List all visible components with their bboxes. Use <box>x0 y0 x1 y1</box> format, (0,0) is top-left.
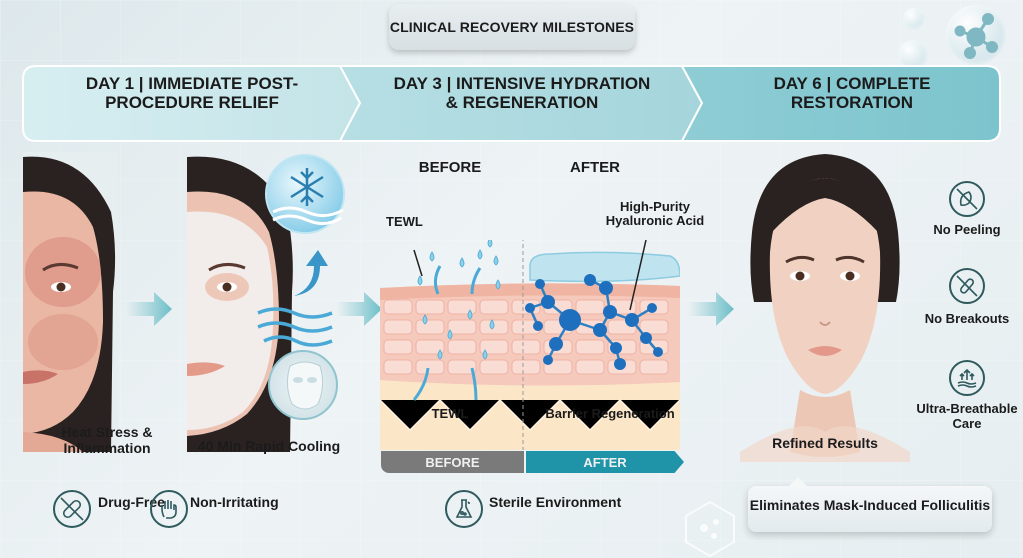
stage-3-line1: DAY 6 | COMPLETE <box>773 74 931 93</box>
skin-cross-section <box>380 240 680 450</box>
hand-icon <box>150 490 188 528</box>
refined-results-caption: Refined Results <box>772 435 878 451</box>
ha-label-line1: High-Purity <box>619 199 691 214</box>
flask-icon <box>445 490 483 528</box>
no-peeling-text: No Peeling <box>933 222 1001 237</box>
breathable-text-line2: Care <box>952 416 982 431</box>
no-breakouts-label: No Breakouts <box>912 311 1022 326</box>
right-arrow-icon <box>336 292 382 326</box>
timeline-chevrons <box>22 65 1001 142</box>
before-bar: BEFORE <box>381 451 524 473</box>
tewl-top-label: TEWL <box>386 214 423 229</box>
drug-free-label: Drug-Free <box>98 494 165 510</box>
snowflake-cooling-icon <box>265 154 345 234</box>
after-bar: AFTER <box>526 451 684 473</box>
inflammation-caption-line1: Heat Stress & <box>61 424 153 440</box>
right-arrow-icon <box>126 292 172 326</box>
folliculitis-callout: Eliminates Mask-Induced Folliculitis <box>748 477 992 532</box>
no-peeling-icon <box>949 181 985 217</box>
barrier-regeneration-label: Barrier Regeneration <box>545 406 675 421</box>
no-breakouts-icon <box>949 268 985 304</box>
page-title: CLINICAL RECOVERY MILESTONES <box>389 4 635 50</box>
breathable-text-line1: Ultra-Breathable <box>916 401 1018 416</box>
non-irritating-label: Non-Irritating <box>190 494 279 510</box>
stage-2-line1: DAY 3 | INTENSIVE HYDRATION <box>393 74 651 93</box>
stage-1-line1: DAY 1 | IMMEDIATE POST- <box>85 74 299 93</box>
molecule-icon <box>954 13 998 59</box>
inflammation-caption: Heat Stress & Inflammation <box>52 424 162 456</box>
cooling-caption: 40 Min Rapid Cooling <box>197 438 341 454</box>
stage-2-line2: & REGENERATION <box>445 93 599 112</box>
tewl-bottom-label: TEWL <box>431 406 469 421</box>
heat-release-arrow-icon <box>294 250 328 296</box>
sterile-environment-label: Sterile Environment <box>489 494 622 510</box>
inflammation-caption-line2: Inflammation <box>63 440 151 456</box>
no-breakouts-text: No Breakouts <box>924 311 1010 326</box>
timeline-banner: DAY 1 | IMMEDIATE POST-PROCEDURE RELIEF … <box>22 65 1002 142</box>
stage-3-chevron <box>680 65 1001 142</box>
after-heading: AFTER <box>570 159 620 176</box>
breathable-label: Ultra-Breathable Care <box>912 401 1022 431</box>
cooling-mask-face-image <box>187 152 357 452</box>
stage-3-line2: RESTORATION <box>790 93 914 112</box>
stage-2-label: DAY 3 | INTENSIVE HYDRATION& REGENERATIO… <box>362 65 682 142</box>
breathable-icon <box>949 360 985 396</box>
cooling-waves-icon <box>257 307 333 347</box>
before-heading: BEFORE <box>418 159 482 176</box>
inflamed-face-image <box>23 152 118 452</box>
molecule-bubble-decor <box>903 8 925 30</box>
ha-label: High-Purity Hyaluronic Acid <box>595 200 715 228</box>
right-arrow-icon <box>688 292 734 326</box>
hexagon-molecule-decor <box>685 500 735 558</box>
ha-label-line2: Hyaluronic Acid <box>605 213 705 228</box>
no-peeling-label: No Peeling <box>912 222 1022 237</box>
sheet-mask-icon <box>268 350 338 420</box>
stage-1-line2: PROCEDURE RELIEF <box>105 93 279 112</box>
no-drug-icon <box>53 490 91 528</box>
restored-face-image <box>740 152 910 462</box>
stage-1-label: DAY 1 | IMMEDIATE POST-PROCEDURE RELIEF <box>42 65 342 142</box>
stage-1-chevron <box>22 65 362 142</box>
